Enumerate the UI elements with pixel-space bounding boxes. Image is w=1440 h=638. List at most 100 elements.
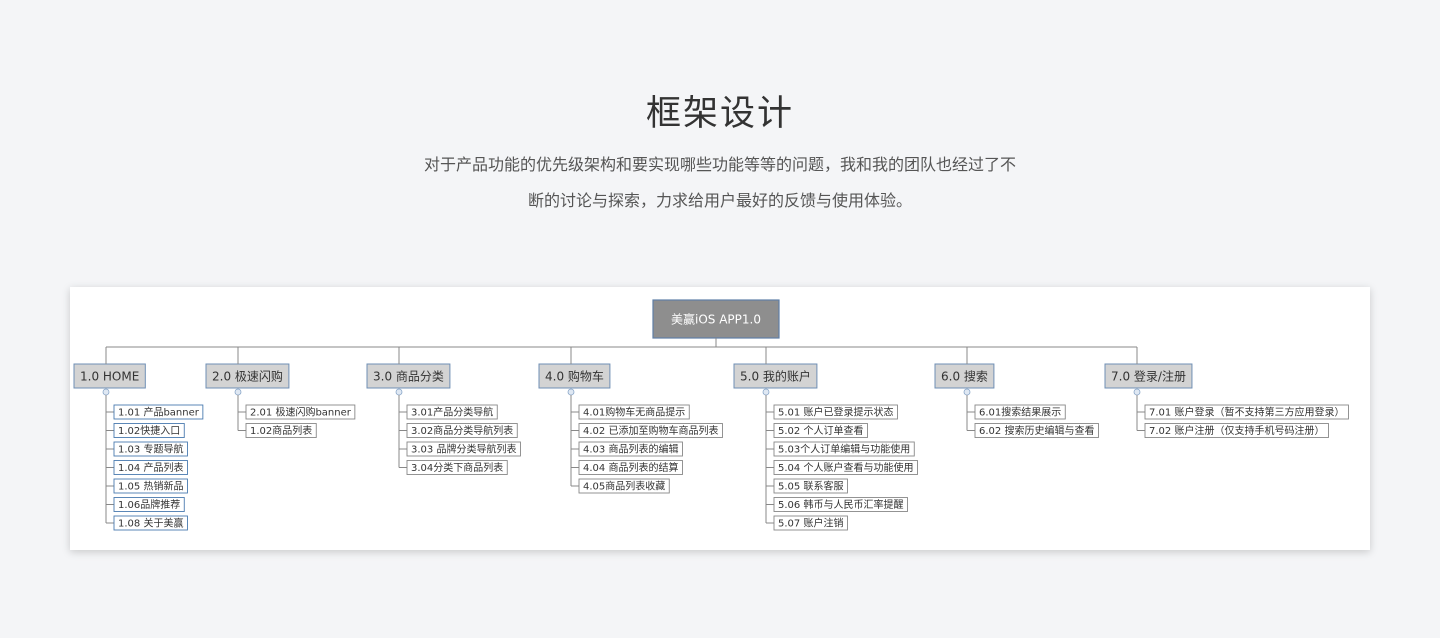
branch-node: 6.0 搜索 <box>934 363 995 396</box>
leaf-node-label: 1.05 热销新品 <box>118 480 183 493</box>
branch-node-box <box>934 363 995 389</box>
leaf-node: 3.01产品分类导航 <box>406 404 498 420</box>
leaf-node-box <box>578 478 670 494</box>
leaf-node: 7.02 账户注册（仅支持手机号码注册） <box>1144 423 1329 438</box>
leaf-node: 5.07 账户注销 <box>773 515 848 531</box>
root-node-box <box>652 299 780 339</box>
leaf-node: 4.02 已添加至购物车商品列表 <box>578 423 723 438</box>
leaf-node-box <box>406 441 521 457</box>
architecture-diagram: 美赢iOS APP1.0 1.0 HOME 1.01 产品banner 1.02快捷入… <box>73 299 1349 531</box>
leaf-node-box <box>113 460 188 475</box>
leaf-node-box <box>578 404 690 420</box>
collapse-toggle-icon[interactable] <box>762 388 770 396</box>
branch-node-box <box>366 363 451 389</box>
branch-node-label: 4.0 购物车 <box>545 369 604 384</box>
leaf-node-box <box>113 404 204 420</box>
leaf-node-box <box>406 404 498 420</box>
leaf-node-label: 6.01搜索结果展示 <box>979 406 1061 419</box>
leaf-node: 4.01购物车无商品提示 <box>578 404 690 420</box>
leaf-node-label: 5.04 个人账户查看与功能使用 <box>778 461 913 474</box>
leaf-node: 5.02 个人订单查看 <box>773 423 868 438</box>
branch-node: 5.0 我的账户 <box>733 363 818 396</box>
leaf-node-box <box>113 423 185 438</box>
collapse-toggle-icon[interactable] <box>234 388 242 396</box>
leaf-node: 3.02商品分类导航列表 <box>406 423 518 438</box>
leaf-node-label: 1.08 关于美赢 <box>118 517 183 530</box>
branch-node-box <box>205 363 290 389</box>
branch-node-box <box>733 363 818 389</box>
leaf-node-label: 5.01 账户已登录提示状态 <box>778 406 893 419</box>
branch-node: 7.0 登录/注册 <box>1104 363 1193 396</box>
leaf-node-label: 1.02快捷入口 <box>118 424 180 437</box>
branch-node-box <box>538 363 611 389</box>
leaf-node-label: 4.01购物车无商品提示 <box>583 406 685 419</box>
branch-node: 1.0 HOME <box>73 363 146 396</box>
branch-node-label: 7.0 登录/注册 <box>1111 369 1186 384</box>
leaf-node-label: 7.01 账户登录（暂不支持第三方应用登录） <box>1149 406 1344 419</box>
leaf-node-box <box>773 497 908 512</box>
branch-node-label: 2.0 极速闪购 <box>212 369 283 384</box>
leaf-node: 5.01 账户已登录提示状态 <box>773 404 898 420</box>
leaf-node-box <box>974 423 1099 438</box>
leaf-node-label: 4.04 商品列表的结算 <box>583 461 678 474</box>
leaf-node-label: 2.01 极速闪购banner <box>250 406 352 419</box>
leaf-node-label: 5.07 账户注销 <box>778 517 843 530</box>
leaf-node-label: 1.01 产品banner <box>118 406 200 419</box>
leaf-node-label: 4.05商品列表收藏 <box>583 480 665 493</box>
collapse-toggle-icon[interactable] <box>395 388 403 396</box>
leaf-node: 6.02 搜索历史编辑与查看 <box>974 423 1099 438</box>
leaf-node-box <box>406 423 518 438</box>
collapse-toggle-icon[interactable] <box>963 388 971 396</box>
leaf-node-box <box>773 423 868 438</box>
leaf-node-label: 5.06 韩币与人民币汇率提醒 <box>778 498 903 511</box>
leaf-node-box <box>773 460 918 475</box>
leaf-node: 3.04分类下商品列表 <box>406 460 508 475</box>
leaf-node: 4.05商品列表收藏 <box>578 478 670 494</box>
leaf-node-box <box>113 478 188 494</box>
leaf-node: 4.03 商品列表的编辑 <box>578 441 683 457</box>
leaf-node-box <box>113 497 185 512</box>
leaf-node-label: 1.06品牌推荐 <box>118 498 180 511</box>
page-title: 框架设计 <box>645 94 794 135</box>
leaf-node: 5.05 联系客服 <box>773 478 848 494</box>
leaf-node: 4.04 商品列表的结算 <box>578 460 683 475</box>
leaf-node: 5.06 韩币与人民币汇率提醒 <box>773 497 908 512</box>
leaf-node-label: 5.03个人订单编辑与功能使用 <box>778 443 910 456</box>
leaf-node-label: 4.03 商品列表的编辑 <box>583 443 678 456</box>
branch-node-box <box>1104 363 1193 389</box>
leaf-node: 1.08 关于美赢 <box>113 515 188 531</box>
leaf-node: 1.06品牌推荐 <box>113 497 185 512</box>
leaf-node-label: 3.01产品分类导航 <box>411 406 493 419</box>
leaf-node-label: 5.05 联系客服 <box>778 480 843 493</box>
leaf-node: 1.04 产品列表 <box>113 460 188 475</box>
collapse-toggle-icon[interactable] <box>102 388 110 396</box>
leaf-node-label: 3.04分类下商品列表 <box>411 461 503 474</box>
leaf-node-box <box>245 423 317 438</box>
collapse-toggle-icon[interactable] <box>1133 388 1141 396</box>
leaf-node-box <box>578 441 683 457</box>
leaf-node: 1.02快捷入口 <box>113 423 185 438</box>
leaf-node-box <box>773 441 915 457</box>
branch-node-label: 3.0 商品分类 <box>373 369 444 384</box>
leaf-node-box <box>578 423 723 438</box>
leaf-node-box <box>113 515 188 531</box>
leaf-node: 1.02商品列表 <box>245 423 317 438</box>
collapse-toggle-icon[interactable] <box>567 388 575 396</box>
leaf-node-label: 6.02 搜索历史编辑与查看 <box>979 424 1094 437</box>
leaf-node-box <box>1144 404 1349 420</box>
leaf-node-box <box>974 404 1066 420</box>
leaf-node-label: 1.04 产品列表 <box>118 461 183 474</box>
leaf-node: 1.03 专题导航 <box>113 441 188 457</box>
leaf-node-box <box>245 404 356 420</box>
branch-node: 4.0 购物车 <box>538 363 611 396</box>
leaf-node-label: 4.02 已添加至购物车商品列表 <box>583 424 718 437</box>
branch-node-label: 6.0 搜索 <box>941 369 988 384</box>
leaf-node-label: 1.02商品列表 <box>250 424 312 437</box>
leaf-node-box <box>773 478 848 494</box>
leaf-node-label: 3.03 品牌分类导航列表 <box>411 443 516 456</box>
leaf-node: 7.01 账户登录（暂不支持第三方应用登录） <box>1144 404 1349 420</box>
leaf-node: 5.03个人订单编辑与功能使用 <box>773 441 915 457</box>
root-node: 美赢iOS APP1.0 <box>652 299 780 339</box>
leaf-node-label: 7.02 账户注册（仅支持手机号码注册） <box>1149 424 1324 437</box>
leaf-node-box <box>113 441 188 457</box>
